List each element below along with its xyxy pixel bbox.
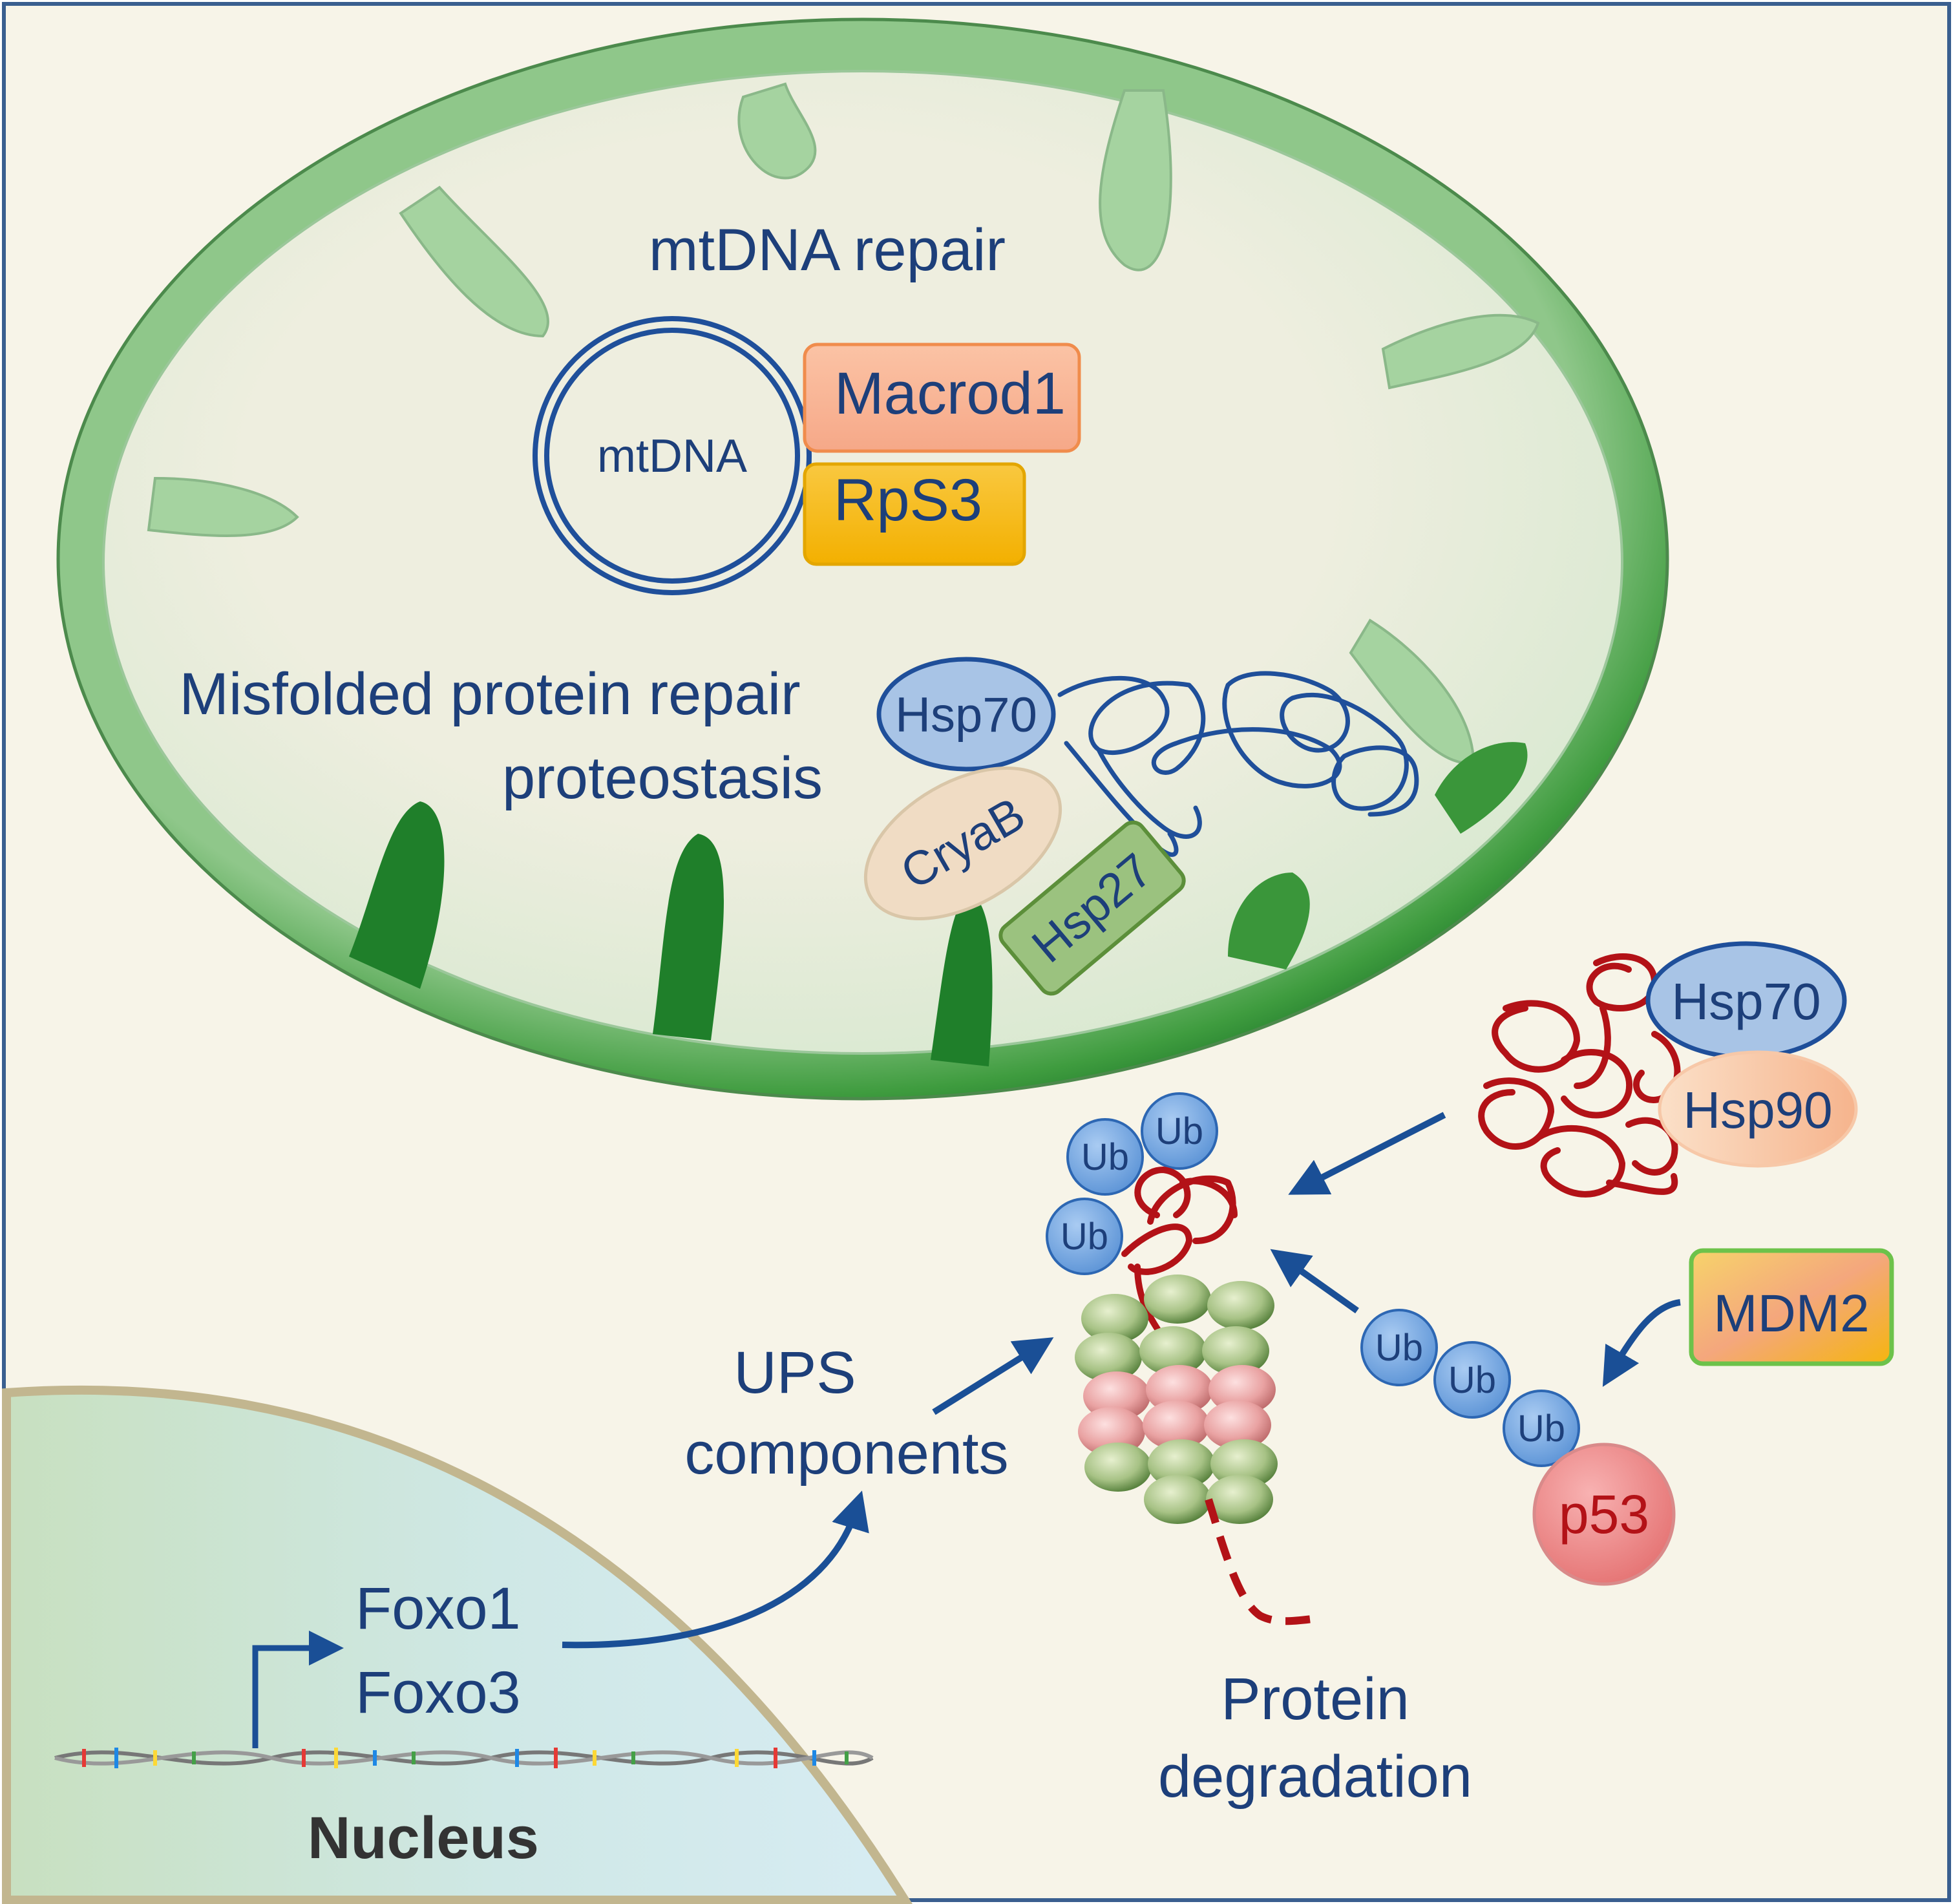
proteasome-column-left (1075, 1294, 1152, 1492)
ubiquitin-label: Ub (1081, 1136, 1129, 1178)
transcription-start-arrow (252, 1631, 344, 1748)
mtdna-label: mtDNA (597, 430, 747, 482)
misfolded-protein-repair-label: Misfolded protein repair (179, 661, 800, 727)
hsp70-mitochondrial: Hsp70 (876, 657, 1056, 772)
ubiquitin (1360, 1309, 1438, 1386)
proteasome-column-middle (1139, 1275, 1215, 1524)
crista (1435, 742, 1528, 834)
hsp90: Hsp90 (1658, 1050, 1858, 1168)
hsp70-cytosolic: Hsp70 (1645, 941, 1847, 1060)
ubiquitin-label: Ub (1517, 1408, 1565, 1450)
crista (349, 801, 445, 989)
ubiquitin-label: Ub (1156, 1110, 1203, 1152)
p53-ub-chain: Ub Ub Ub (1360, 1309, 1580, 1467)
degraded-peptide-tail (1205, 1498, 1313, 1625)
crista (931, 892, 993, 1066)
substrate-protein (1121, 1167, 1238, 1341)
ub-chain-substrate: Ub Ub Ub (1046, 1092, 1218, 1275)
ups-label-line1: UPS (734, 1340, 856, 1406)
mtdna-plasmid: mtDNA (533, 316, 812, 595)
foxo1-label: Foxo1 (355, 1576, 521, 1642)
ubiquitin-label: Ub (1375, 1327, 1423, 1369)
ubiquitin (1503, 1390, 1580, 1467)
rps3-label: RpS3 (834, 467, 982, 533)
arrow-foxo-to-ups (562, 1490, 869, 1649)
crista (653, 834, 724, 1041)
mtdna-repair-label: mtDNA repair (649, 217, 1006, 283)
nucleus-envelope (2, 1385, 913, 1904)
foxo3-label: Foxo3 (355, 1660, 521, 1726)
dna-helix (54, 1748, 874, 1768)
ubiquitin (1046, 1198, 1123, 1275)
arrow-ups-to-proteasome (932, 1337, 1054, 1415)
ubiquitin (1433, 1341, 1511, 1419)
proteostasis-label: proteostasis (502, 745, 823, 811)
crista (1381, 313, 1540, 390)
mdm2-box: MDM2 (1689, 1248, 1894, 1366)
ubiquitin-label: Ub (1448, 1359, 1496, 1401)
mtdna-inner-ring (544, 328, 800, 584)
macrod1-box: Macrod1 (803, 343, 1081, 453)
proteasome-column-right (1202, 1281, 1278, 1524)
crista (1228, 873, 1310, 969)
arrow-chaperone-to-proteasome (1288, 1112, 1446, 1195)
ups-label-line2: components (684, 1421, 1008, 1486)
nucleus (2, 1385, 913, 1904)
ubiquitin-label: Ub (1061, 1216, 1108, 1258)
mdm2-label: MDM2 (1713, 1284, 1869, 1343)
p53: p53 (1532, 1443, 1676, 1586)
p53-label: p53 (1559, 1484, 1649, 1545)
arrow-mdm2-to-p53 (1602, 1299, 1681, 1387)
protein-degradation-label-line1: Protein (1221, 1666, 1409, 1732)
arrow-p53-to-proteasome (1270, 1249, 1359, 1314)
proteasome (1075, 1275, 1278, 1524)
cryab: CryaB (863, 766, 1062, 921)
macrod1-label: Macrod1 (834, 361, 1066, 427)
protein-degradation-label-line2: degradation (1158, 1744, 1472, 1810)
crista (737, 82, 817, 180)
mtdna-outer-ring (533, 316, 812, 595)
nucleus-label: Nucleus (308, 1805, 539, 1871)
hsp90-label: Hsp90 (1683, 1081, 1832, 1139)
ubiquitin (1141, 1092, 1218, 1170)
crista (147, 476, 299, 537)
crista (1099, 89, 1172, 271)
crista (399, 185, 549, 338)
ubiquitin (1066, 1118, 1144, 1196)
hsp70-mitochondrial-label: Hsp70 (895, 688, 1037, 743)
rps3-box: RpS3 (803, 462, 1026, 566)
hsp70-cytosolic-label: Hsp70 (1671, 973, 1821, 1030)
